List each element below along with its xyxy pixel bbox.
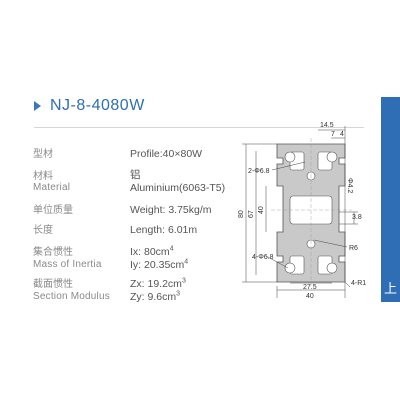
dim-r1: 4-R1 (351, 280, 366, 287)
dim-40-vertical: 40 (258, 206, 265, 214)
material-label-zh: 材料 (33, 171, 53, 182)
length-label: 长度 (33, 225, 53, 236)
title-row: NJ-8-4080W (34, 95, 145, 117)
material-label-en: Material (33, 182, 71, 193)
side-tab[interactable] (381, 97, 400, 302)
dim-14-5: 14.5 (320, 122, 334, 129)
profile-drawing: 14.5 7 4 2-Φ6.8 Φ4.2 80 67 40 3.8 R6 4-Φ… (238, 122, 366, 300)
dim-4-top: 4 (340, 131, 344, 138)
inertia-label-zh: 集合惯性 (33, 247, 73, 258)
divider (34, 127, 364, 128)
dim-small-hole: Φ4.2 (346, 178, 353, 193)
model-value: Profile:40×80W (130, 148, 203, 160)
modulus-label-en: Section Modulus (33, 291, 110, 302)
length-value: Length: 6.01m (130, 224, 198, 236)
material-value-zh: 铝 (130, 169, 141, 181)
side-tab-label: 上 (384, 281, 398, 296)
dim-67: 67 (248, 210, 255, 218)
hole (326, 262, 338, 274)
modulus-label-zh: 截面惯性 (33, 279, 73, 290)
weight-value: Weight: 3.75kg/m (130, 204, 212, 216)
dim-hole-top: 2-Φ6.8 (248, 168, 270, 175)
dim-3-8: 3.8 (352, 214, 362, 221)
dim-27-5: 27.5 (303, 284, 317, 291)
triangle-arrow-icon (34, 101, 41, 111)
dimension-lines (242, 126, 358, 298)
zx-value: Zx: 19.2cm3 (130, 277, 186, 291)
page-title: NJ-8-4080W (50, 97, 145, 114)
hole (326, 151, 338, 163)
dim-40-horizontal: 40 (306, 293, 314, 300)
model-label: 型材 (33, 149, 53, 160)
dim-80: 80 (238, 210, 245, 218)
dim-7: 7 (331, 131, 335, 138)
dim-r6: R6 (349, 245, 358, 252)
dim-holes-bottom: 4-Φ6.8 (252, 254, 274, 261)
inertia-label-en: Mass of Inertia (33, 259, 102, 270)
ix-value: Ix: 80cm4 (130, 245, 174, 259)
zy-value: Zy: 9.6cm3 (130, 290, 180, 304)
weight-label: 单位质量 (33, 205, 73, 216)
hole (284, 151, 296, 163)
hole (284, 262, 296, 274)
material-value: Aluminium(6063-T5) (130, 182, 226, 194)
iy-value: Iy: 20.35cm4 (130, 258, 189, 272)
